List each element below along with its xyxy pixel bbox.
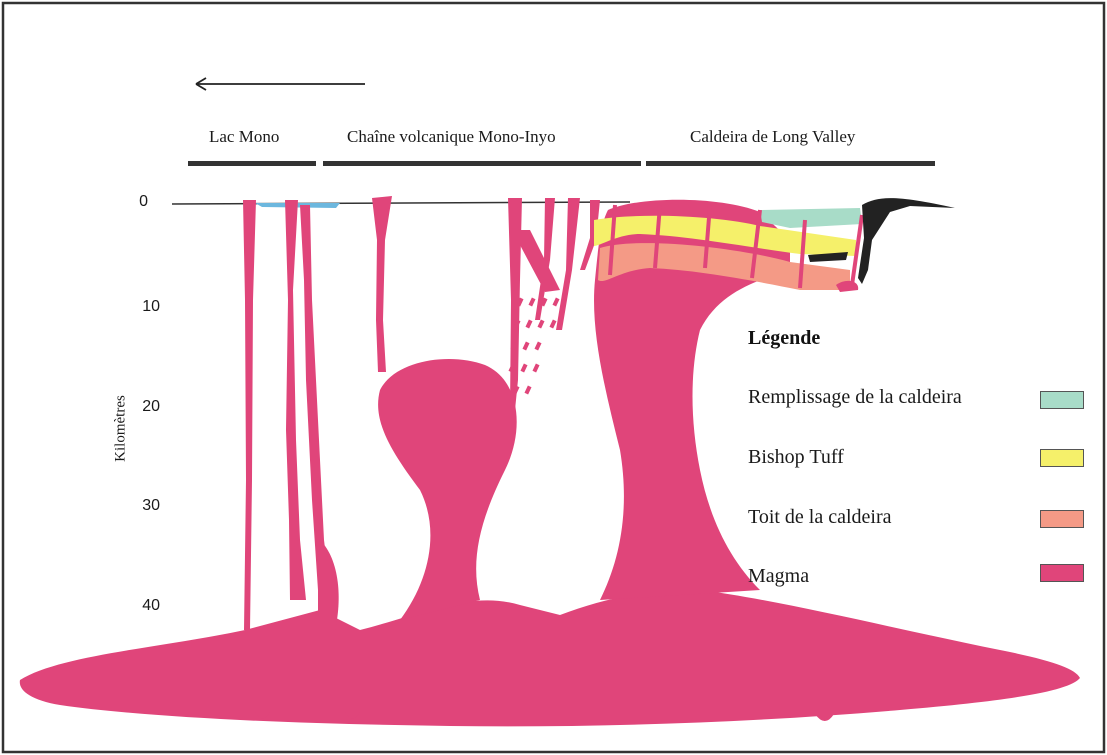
- region-label-lac-mono: Lac Mono: [209, 127, 279, 147]
- caldeira-bar: [646, 161, 935, 166]
- legend-label-caldera-fill: Remplissage de la caldeira: [748, 386, 962, 409]
- legend-swatch-bishop-tuff: [1040, 449, 1084, 467]
- legend-swatch-magma: [1040, 564, 1084, 582]
- legend-label-caldera-roof: Toit de la caldeira: [748, 506, 892, 529]
- magma-body: [20, 196, 1080, 726]
- tick-40: 40: [120, 597, 160, 615]
- basement-rock: [858, 198, 955, 284]
- axis-title: Kilomètres: [113, 384, 130, 474]
- ground-surface: [172, 202, 630, 204]
- chaine-bar: [323, 161, 641, 166]
- legend-swatch-caldera-fill: [1040, 391, 1084, 409]
- direction-arrow: [196, 78, 365, 90]
- tick-10: 10: [120, 298, 160, 316]
- legend-label-bishop-tuff: Bishop Tuff: [748, 446, 844, 469]
- region-label-caldeira: Caldeira de Long Valley: [690, 127, 855, 147]
- lac-mono-bar: [188, 161, 316, 166]
- legend-swatch-caldera-roof: [1040, 510, 1084, 528]
- legend-label-magma: Magma: [748, 565, 809, 588]
- tick-30: 30: [120, 497, 160, 515]
- caldera-fill-layer: [760, 208, 862, 228]
- tick-0: 0: [108, 193, 148, 211]
- legend-title: Légende: [748, 327, 820, 350]
- region-label-chaine: Chaîne volcanique Mono-Inyo: [347, 127, 556, 147]
